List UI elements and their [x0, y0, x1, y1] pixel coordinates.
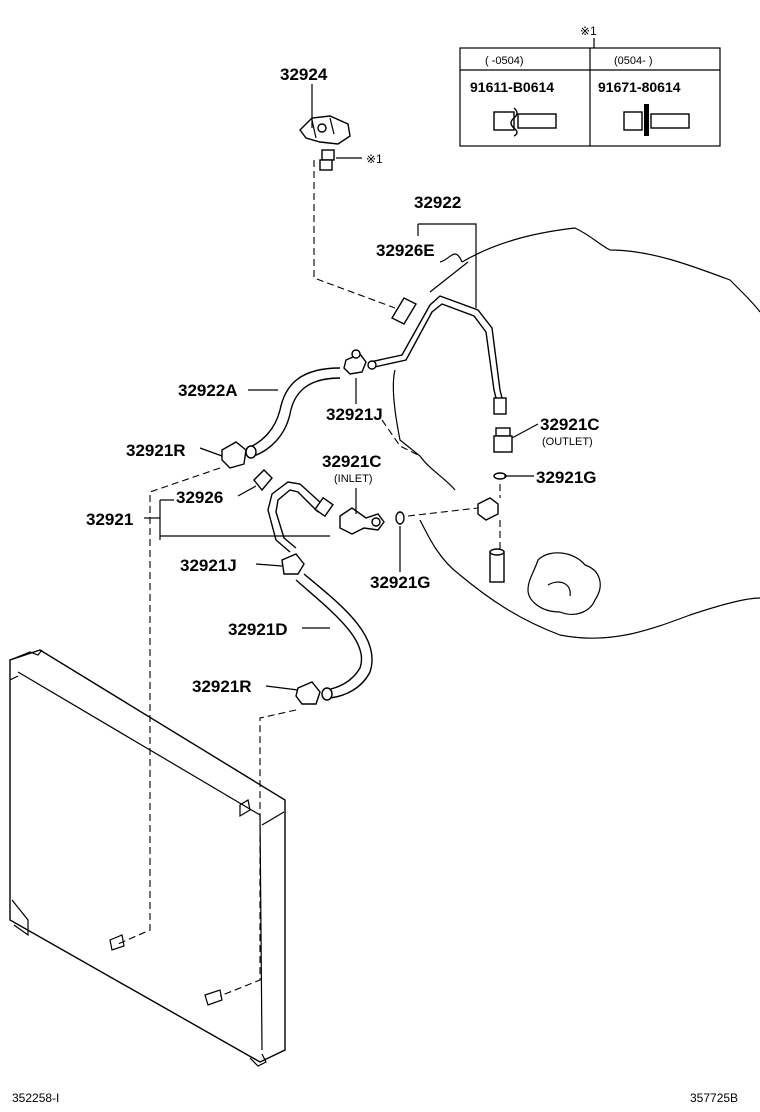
label-32921C-inlet: 32921C — [322, 452, 382, 471]
bolt-flat-washer-icon — [623, 104, 690, 136]
clamp-32921R-upper — [221, 441, 247, 469]
bracket-bolt — [319, 149, 335, 171]
hose-32922A — [245, 367, 341, 459]
note-table-col2-range: (0504- ) — [614, 55, 653, 67]
label-32926: 32926 — [176, 488, 223, 507]
note-table-marker: ※1 — [580, 24, 597, 38]
footer-right-code: 357725B — [690, 1091, 738, 1105]
label-32921G-lower: 32921G — [370, 573, 431, 592]
label-bolt-note: ※1 — [366, 152, 383, 166]
label-32921C-outlet: 32921C — [540, 415, 600, 434]
transmission-housing-outline — [392, 227, 760, 639]
union-32921C-inlet — [339, 507, 385, 535]
note-table-col1-part: 91611-B0614 — [470, 79, 554, 95]
outlet-pipe-32922 — [367, 295, 507, 415]
leader-lines — [144, 84, 539, 691]
label-32921D: 32921D — [228, 620, 288, 639]
clamp-32921J-lower — [281, 553, 305, 575]
label-32922: 32922 — [414, 193, 461, 212]
note-table-col2-part: 91671-80614 — [598, 79, 681, 95]
part-labels: 32924 ※1 32922 32926E 32922A 32921J 3292… — [86, 65, 600, 696]
note-table-col1-range: ( -0504) — [485, 55, 524, 67]
label-outlet: (OUTLET) — [542, 436, 593, 448]
bolt-note-table: ※1 ( -0504) (0504- ) 91611-B0614 91671-8… — [459, 24, 721, 147]
dashed-assembly-lines — [117, 160, 501, 997]
label-inlet: (INLET) — [334, 473, 373, 485]
label-32924: 32924 — [280, 65, 328, 84]
label-32926E: 32926E — [376, 241, 435, 260]
clamp-32921J-upper — [343, 349, 367, 375]
label-32921J-lower: 32921J — [180, 556, 237, 575]
label-32921: 32921 — [86, 510, 133, 529]
footer-left-code: 352258-I — [12, 1091, 59, 1105]
hose-32921D — [295, 573, 373, 701]
label-32922A: 32922A — [178, 381, 238, 400]
label-32921J-upper: 32921J — [326, 405, 383, 424]
label-32921R-upper: 32921R — [126, 441, 186, 460]
inlet-pipe-32921 — [253, 469, 334, 553]
label-32921G-right: 32921G — [536, 468, 597, 487]
label-32921R-lower: 32921R — [192, 677, 252, 696]
union-32921C-outlet — [493, 427, 513, 453]
clamp-32921R-lower — [295, 681, 321, 705]
radiator — [9, 649, 286, 1067]
o-ring-32921G-lower — [395, 511, 405, 525]
clamp-bracket-32924 — [299, 115, 351, 145]
bolt-spring-washer-icon — [493, 107, 557, 137]
housing-fitting — [477, 497, 505, 583]
